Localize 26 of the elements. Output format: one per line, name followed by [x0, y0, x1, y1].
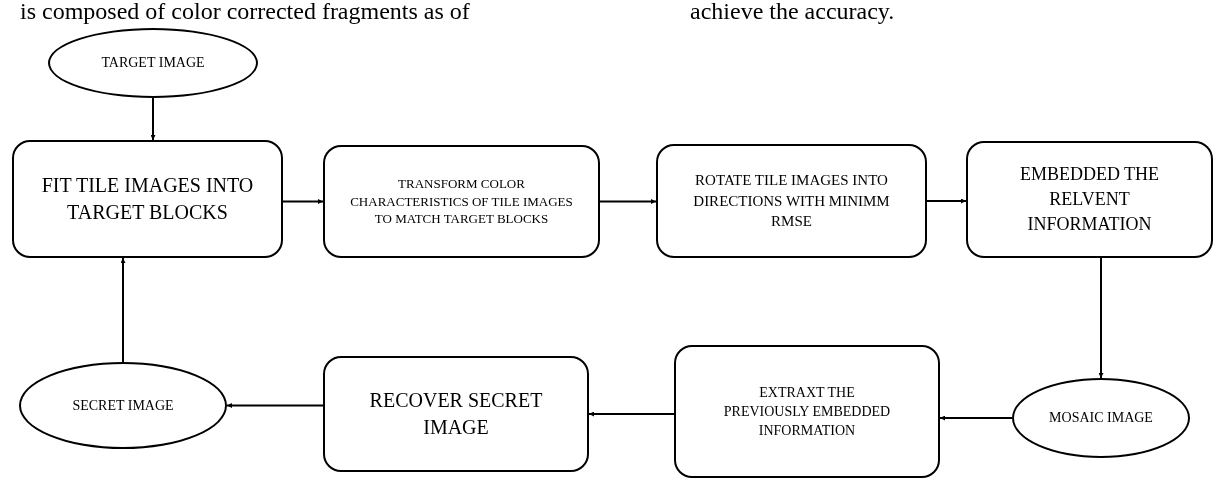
arrow: [150, 97, 156, 141]
body-text: is composed of color corrected fragments as of: [20, 0, 470, 26]
arrow: [939, 415, 1013, 421]
arrow: [226, 403, 324, 408]
node-label: TARGET IMAGE: [101, 54, 205, 73]
arrow: [1098, 257, 1104, 379]
node-label: MOSAIC IMAGE: [1049, 409, 1153, 428]
node-label: EMBEDDED THE RELVENT INFORMATION: [1018, 163, 1161, 236]
node-label: RECOVER SECRET IMAGE: [368, 387, 544, 440]
node-label: EXTRAXT THE PREVIOUSLY EMBEDDED INFORMATION: [722, 383, 892, 441]
process-box: [674, 345, 940, 478]
node-label: FIT TILE IMAGES INTO TARGET BLOCKS: [40, 172, 255, 225]
arrow: [599, 199, 657, 204]
node-label: ROTATE TILE IMAGES INTO DIRECTIONS WITH MINIMM RMSE: [692, 171, 891, 232]
process-box: [323, 145, 600, 258]
arrow: [282, 199, 324, 204]
process-box: [656, 144, 927, 258]
body-text: achieve the accuracy.: [690, 0, 895, 26]
process-box: [966, 141, 1213, 258]
process-box: [323, 356, 589, 472]
node-label: TRANSFORM COLOR CHARACTERISTICS OF TILE IMAGES TO MATCH TARGET BLOCKS: [349, 174, 574, 229]
arrow: [120, 257, 126, 363]
node-label: SECRET IMAGE: [72, 396, 174, 415]
arrow: [588, 411, 675, 417]
arrow: [926, 198, 967, 204]
process-box: [12, 140, 283, 258]
